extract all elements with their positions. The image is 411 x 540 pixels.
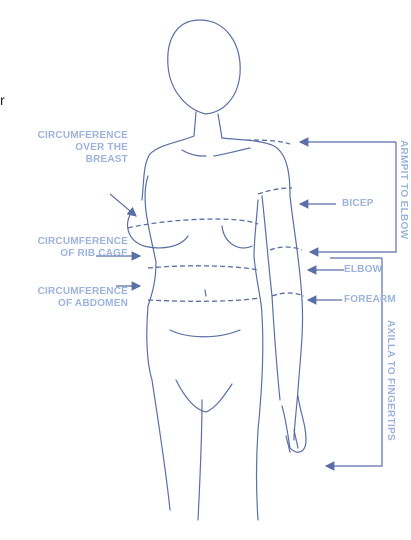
crotch [176,380,232,412]
forearm-dash [272,293,304,296]
label-forearm: FOREARM [344,294,396,306]
neck-left [194,112,196,136]
label-axilla-fingertips: AXILLA TO FINGERTIPS [385,320,396,441]
torso-left-side [145,176,170,510]
right-shoulder [222,138,290,196]
label-breast-line-2: OVER THE [16,142,128,154]
navel [205,290,206,296]
label-abdomen-line-2: OF ABDOMEN [8,298,128,310]
bicep-dash [258,188,292,194]
measurement-lines [128,140,304,301]
breast-right [222,226,252,248]
breast-left [128,212,188,248]
label-bicep: BICEP [342,198,374,210]
axilla-fingertips-bracket-bottom [326,258,382,466]
label-elbow: ELBOW [344,264,382,276]
arm-outer [290,196,303,440]
left-shoulder [142,136,194,200]
neck-right [218,114,222,138]
label-abdomen: CIRCUMFERENCE OF ABDOMEN [8,286,128,310]
cropped-text-fragment: r [0,92,5,108]
label-breast-line-1: CIRCUMFERENCE [16,130,128,142]
torso-right-side [254,200,263,520]
ribcage-dash [148,266,258,270]
label-breast: CIRCUMFERENCE OVER THE BREAST [16,130,128,166]
figure-outline [128,20,306,520]
hip-line [170,330,240,337]
label-breast-line-3: BREAST [16,154,128,166]
head-outline [168,20,240,114]
label-rib-cage: CIRCUMFERENCE OF RIB CAGE [8,236,128,260]
breast-arrow [110,194,136,216]
arm-inner [262,196,280,400]
abdomen-dash [148,298,260,301]
label-rib-cage-line-1: CIRCUMFERENCE [8,236,128,248]
label-rib-cage-line-2: OF RIB CAGE [8,248,128,260]
clavicle-right [214,148,250,156]
label-abdomen-line-1: CIRCUMFERENCE [8,286,128,298]
clavicle-left [182,150,206,156]
armpit-elbow-bracket-bottom [310,142,396,252]
hand [282,396,306,452]
inner-leg [198,400,202,520]
label-armpit-elbow: ARMPIT TO ELBOW [398,140,409,239]
